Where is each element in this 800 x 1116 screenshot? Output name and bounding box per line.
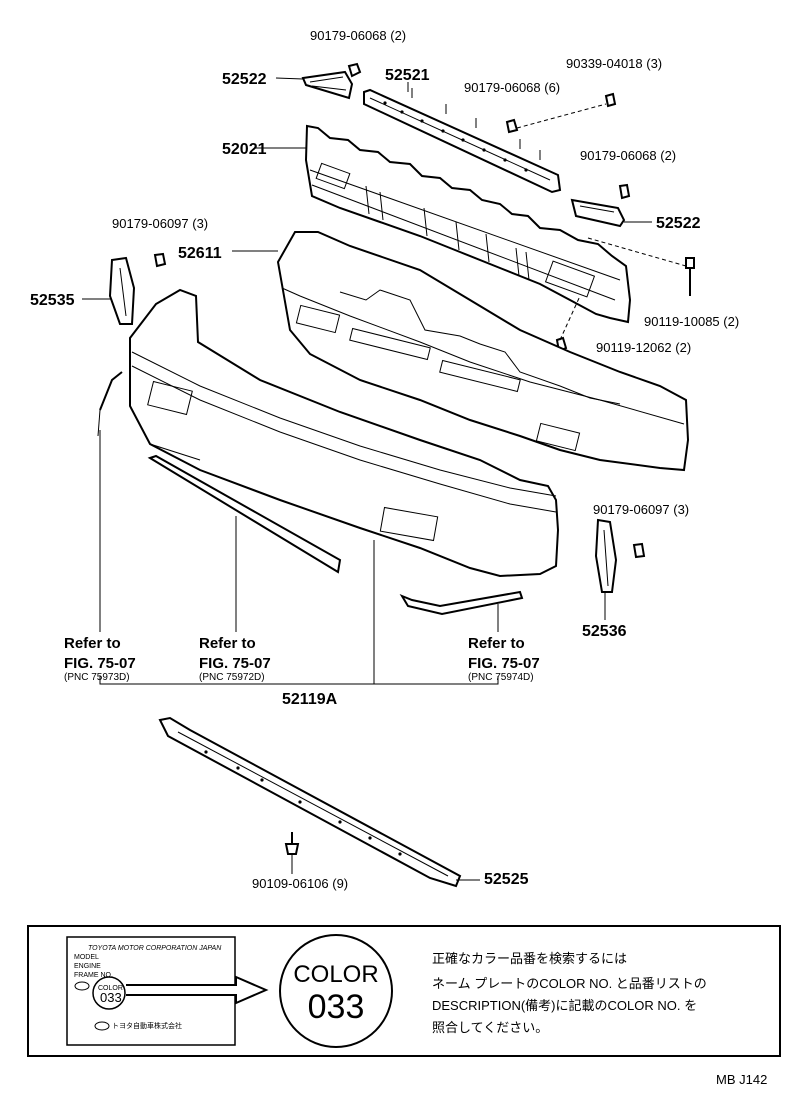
notice-line: DESCRIPTION(備考)に記載のCOLOR NO. を — [432, 998, 697, 1013]
bumper-cover-52119A — [97, 288, 560, 578]
label-90119-12062: 90119-12062 (2) — [596, 340, 691, 355]
lower-reinforcement-52525 — [158, 716, 480, 888]
label-90179-06097-right: 90179-06097 (3) — [593, 502, 689, 517]
ref-line3: (PNC 75974D) — [468, 672, 534, 683]
label-52536: 52536 — [582, 623, 627, 640]
label-90339: 90339-04018 (3) — [566, 56, 662, 71]
retainer-52521 — [363, 82, 562, 194]
bracket-52522-right — [570, 198, 652, 228]
plate-color-label: COLOR — [98, 985, 123, 992]
label-52021: 52021 — [222, 141, 267, 158]
plate-row: ENGINE — [74, 963, 101, 970]
ref-note-1: Refer to FIG. 75-07 (PNC 75973D) — [64, 635, 136, 683]
color-circle: COLOR 033 — [279, 934, 393, 1048]
ref-note-2: Refer to FIG. 75-07 (PNC 75972D) — [199, 635, 271, 683]
label-90179-top: 90179-06068 (2) — [310, 28, 406, 43]
ref-line1: Refer to — [468, 635, 525, 652]
label-90119-10085: 90119-10085 (2) — [644, 314, 739, 329]
plate-row: FRAME NO. — [74, 972, 113, 979]
ref-line2: FIG. 75-07 — [468, 655, 540, 672]
label-52522-right: 52522 — [656, 215, 701, 232]
figure-code: MB J142 — [716, 1072, 767, 1087]
plate-color-code: 033 — [100, 990, 122, 1005]
color-word: COLOR — [293, 961, 378, 988]
plate-row: MODEL — [74, 954, 99, 961]
notice-line: 正確なカラー品番を検索するには — [432, 951, 627, 966]
absorber-52611 — [232, 231, 690, 472]
color-notice: 正確なカラー品番を検索するには ネーム プレートのCOLOR NO. と品番リス… — [432, 951, 707, 1035]
leader-lines — [99, 430, 499, 685]
part-labels: 90179-06068 (2) 52522 52521 90339-04018 … — [30, 28, 739, 891]
arrow-right-icon — [126, 975, 269, 1005]
plate-company: トヨタ自動車株式会社 — [112, 1021, 182, 1030]
ref-line1: Refer to — [199, 635, 256, 652]
notice-line: ネーム プレートのCOLOR NO. と品番リストの — [432, 976, 707, 991]
ref-line3: (PNC 75973D) — [64, 672, 130, 683]
ref-note-3: Refer to FIG. 75-07 (PNC 75974D) — [468, 635, 540, 683]
ref-line3: (PNC 75972D) — [199, 672, 265, 683]
label-90109: 90109-06106 (9) — [252, 876, 348, 891]
side-retainer-52536 — [594, 518, 618, 620]
reinforcement-52021 — [255, 124, 632, 324]
plate-maker: TOYOTA MOTOR CORPORATION JAPAN — [88, 945, 222, 952]
bolt-icon — [685, 257, 695, 296]
label-52535: 52535 — [30, 292, 75, 309]
ref-line2: FIG. 75-07 — [199, 655, 271, 672]
ref-line1: Refer to — [64, 635, 121, 652]
label-52525: 52525 — [484, 871, 529, 888]
side-retainer-52535 — [82, 256, 136, 325]
label-90179-06097-left: 90179-06097 (3) — [112, 216, 208, 231]
bolt-icon — [284, 832, 300, 874]
color-code: 033 — [308, 988, 365, 1026]
label-52611: 52611 — [178, 245, 222, 262]
notice-line: 照合してください。 — [432, 1020, 548, 1035]
label-90179-right: 90179-06068 (2) — [580, 148, 676, 163]
label-52522-left: 52522 — [222, 71, 267, 88]
bracket-52522-left — [275, 70, 354, 100]
ref-line2: FIG. 75-07 — [64, 655, 136, 672]
moulding-strip — [147, 454, 524, 616]
label-52119A: 52119A — [282, 691, 338, 708]
label-52521: 52521 — [385, 67, 430, 84]
label-90179-mid: 90179-06068 (6) — [464, 80, 560, 95]
color-info-box: TOYOTA MOTOR CORPORATION JAPAN MODEL ENG… — [27, 925, 781, 1057]
